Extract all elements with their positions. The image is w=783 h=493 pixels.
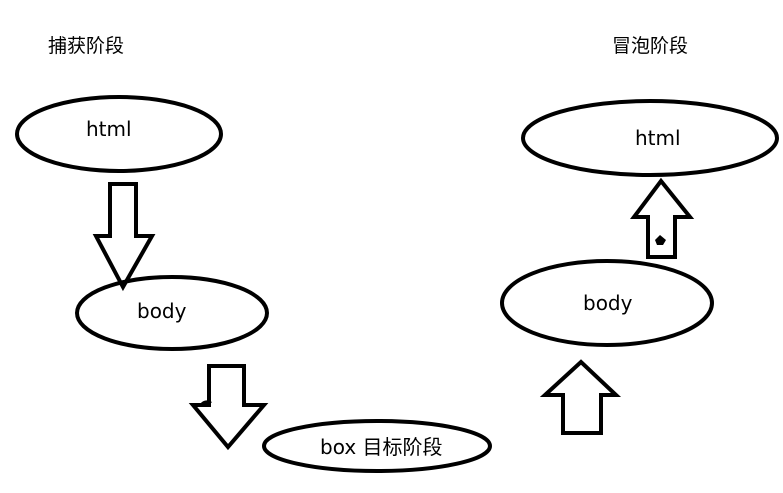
target-node-box-label: box 目标阶段 <box>320 435 443 459</box>
capture-node-html-label: html <box>86 117 132 141</box>
capture-arrow-2 <box>188 364 269 451</box>
bubble-node-html-shape <box>521 99 779 177</box>
capture-node-body-label: body <box>137 299 187 323</box>
bubble-arrow-2 <box>630 177 695 259</box>
bubble-node-body: body <box>500 259 714 347</box>
bubble-node-body-shape <box>500 259 714 347</box>
bubble-arrow-1 <box>539 359 622 435</box>
capture-arrow-1 <box>92 182 156 292</box>
capture-phase-title: 捕获阶段 <box>48 35 124 57</box>
bubble-node-body-label: body <box>583 291 633 315</box>
capture-node-body-shape <box>75 275 269 351</box>
pen-mark <box>200 400 212 406</box>
capture-node-body: body <box>75 275 269 351</box>
bubble-node-html-label: html <box>635 126 681 150</box>
target-node-box: box 目标阶段 <box>262 419 492 473</box>
bubble-phase-title: 冒泡阶段 <box>612 35 688 57</box>
pen-mark-2 <box>655 235 666 245</box>
target-node-box-shape <box>262 419 492 473</box>
capture-node-html: html <box>15 95 223 173</box>
capture-node-html-shape <box>15 95 223 173</box>
bubble-node-html: html <box>521 99 779 177</box>
